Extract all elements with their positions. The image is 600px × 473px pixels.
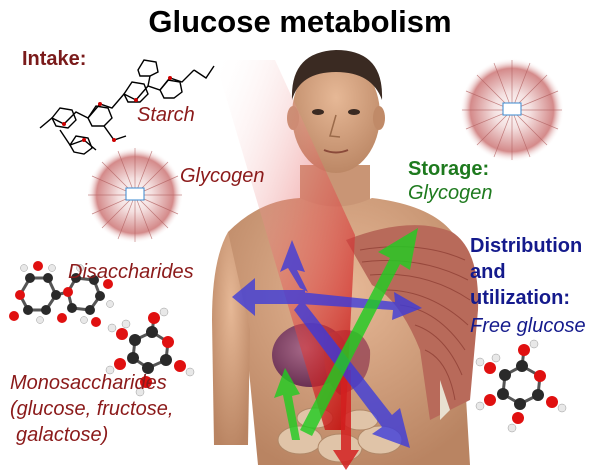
storage-heading: Storage: — [408, 158, 490, 180]
nose — [329, 114, 341, 138]
glycogen-intake-structure — [87, 147, 183, 243]
free-glucose-model — [475, 339, 567, 433]
disaccharide-model — [9, 261, 114, 327]
ear-right — [373, 106, 385, 130]
distribution-item-free-glucose: Free glucose — [470, 315, 586, 337]
figure-title: Glucose metabolism — [148, 4, 452, 39]
hair — [291, 50, 383, 100]
green-arrow-up-left — [274, 368, 300, 440]
blue-arrow-right — [300, 292, 422, 320]
intake-item-glycogen: Glycogen — [180, 165, 265, 187]
green-arrows — [274, 228, 418, 440]
distribution-heading-line1: Distribution — [470, 235, 583, 257]
blue-arrow-down — [294, 300, 410, 448]
blue-arrow-up — [280, 240, 308, 292]
arm-muscles — [346, 225, 479, 420]
starch-structure — [39, 59, 215, 155]
distribution-heading-line3: utilization: — [470, 287, 570, 309]
monosaccharide-model — [105, 307, 195, 397]
starch-o-atoms — [62, 76, 172, 142]
green-arrow-up-right — [300, 228, 418, 436]
intake-item-monosaccharides-detail-2: galactose) — [16, 424, 109, 446]
intake-item-starch: Starch — [137, 104, 195, 126]
red-arrow — [333, 370, 359, 470]
mouth — [323, 149, 349, 154]
intake-item-disaccharides: Disaccharides — [68, 261, 194, 283]
blue-arrow-left — [232, 278, 305, 316]
intake-heading: Intake: — [22, 48, 87, 70]
glycogen-storage-structure — [460, 58, 564, 162]
eye-left — [312, 109, 324, 115]
tendon — [440, 380, 450, 420]
intake-item-monosaccharides: Monosaccharides — [10, 372, 167, 394]
eye-right — [348, 109, 360, 115]
storage-item-glycogen: Glycogen — [408, 182, 493, 204]
arm-left — [212, 232, 250, 445]
intake-item-monosaccharides-detail-1: (glucose, fructose, — [10, 398, 174, 420]
blue-arrows — [232, 240, 422, 448]
distribution-heading-line2: and — [470, 261, 506, 283]
